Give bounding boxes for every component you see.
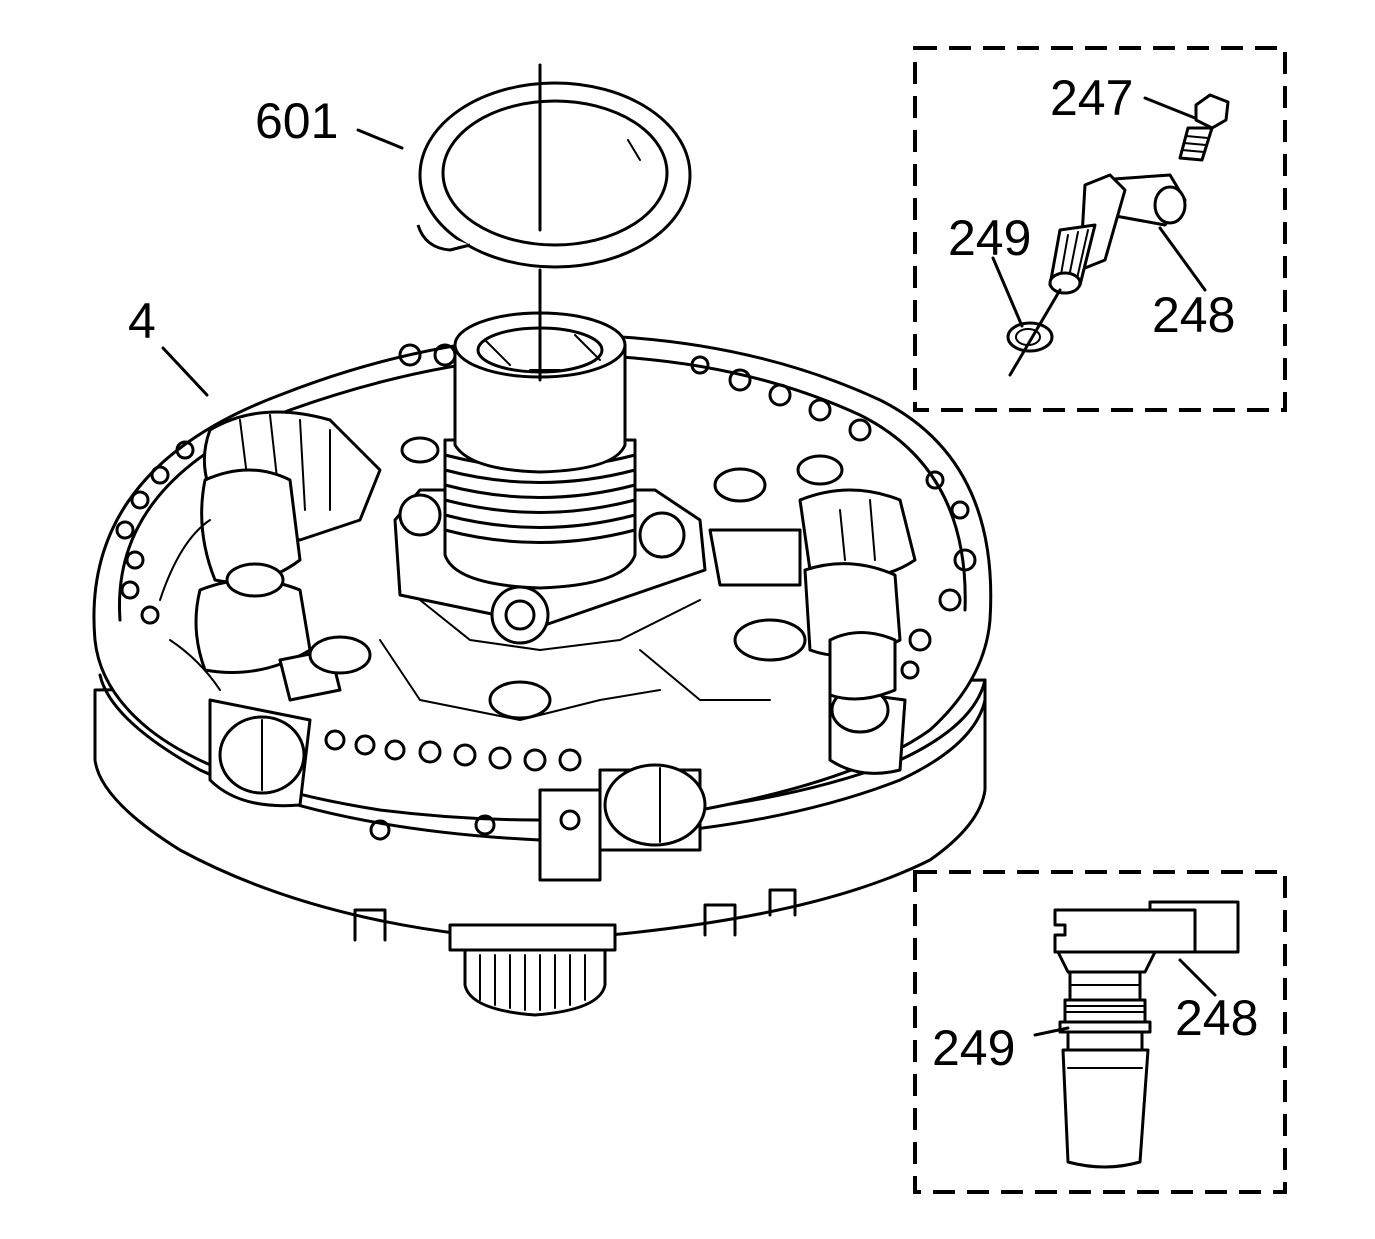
thrust-washer-illustration [416,81,692,269]
callout-4: 4 [128,293,156,349]
detail-top-callout-248: 248 [1152,287,1235,343]
detail-box-sensor-exploded [913,46,1287,412]
leader-4 [161,346,209,397]
speed-sensor-side-view [1053,900,1240,1169]
detail-box-sensor-installed [913,870,1287,1194]
callout-601: 601 [255,93,338,149]
speed-sensor-illustration [1048,173,1187,295]
bolt-illustration [1178,93,1230,162]
pump-assembly-illustration [92,311,993,1017]
detail-bottom-callout-248: 248 [1175,990,1258,1046]
leader-601 [356,128,404,150]
detail-bottom-callout-249: 249 [932,1020,1015,1076]
detail-top-callout-249: 249 [948,210,1031,266]
detail-top-callout-247: 247 [1050,70,1133,126]
o-ring-seal-illustration [1006,321,1054,353]
